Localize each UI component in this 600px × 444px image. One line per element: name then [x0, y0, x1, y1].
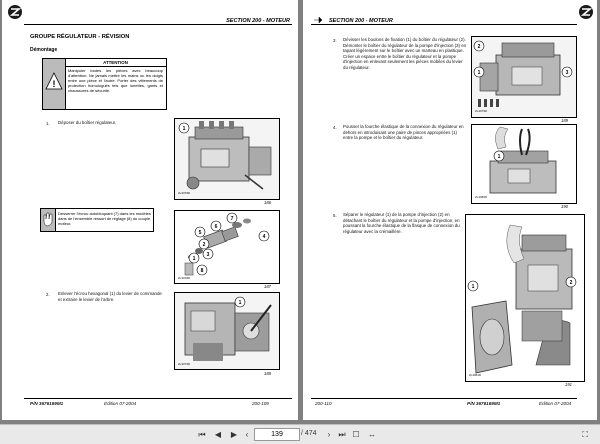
figure-id: 2L4079D	[475, 109, 488, 113]
figure-id: 2L4078D	[178, 191, 191, 195]
figure-callout: 1	[178, 122, 190, 134]
page-number-label: 200-109	[252, 401, 269, 406]
brand-logo	[8, 5, 22, 19]
figure-callout: 5	[194, 226, 206, 238]
figure-injection-pump	[174, 118, 280, 200]
figure-id: 2L4080D	[475, 195, 488, 199]
page-number-label: 200-110	[315, 401, 332, 406]
step-number: 3.	[333, 38, 337, 43]
svg-text:1: 1	[193, 256, 196, 262]
part-number: P/N 3676169M1	[30, 401, 64, 406]
svg-text:!: !	[53, 79, 56, 89]
svg-text:2: 2	[478, 44, 481, 50]
edition-label: Édition 07-2004	[104, 401, 137, 406]
step-text: Séparer le régulateur (1) de la pompe d'…	[343, 212, 460, 234]
warning-heading: ATTENTION	[65, 59, 166, 67]
subsection-title: Démontage	[30, 47, 58, 53]
fit-page-icon[interactable]: ☐	[352, 430, 360, 439]
warning-text: Manipuler toutes les pièces avec beaucou…	[68, 68, 163, 93]
figure-callout: 3	[561, 66, 573, 78]
figure-number: 186	[264, 200, 271, 205]
left-page: SECTION 200 - MOTEUR GROUPE RÉGULATEUR -…	[2, 0, 298, 420]
brand-logo	[579, 5, 593, 19]
right-page: SECTION 200 - MOTEUR 3. Dévisser les bou…	[303, 0, 597, 420]
last-page-icon[interactable]: ⏭	[338, 430, 346, 439]
page-title: GROUPE RÉGULATEUR - RÉVISION	[30, 34, 130, 40]
note-text: Desserrer l'écrou autobloquant (7) dans …	[58, 211, 151, 226]
note-box: Desserrer l'écrou autobloquant (7) dans …	[40, 208, 154, 232]
figure-callout: 4	[258, 230, 270, 242]
figure-callout: 1	[493, 150, 505, 162]
figure-id: 2L4081D	[469, 373, 482, 377]
step-text: Dévisser les boulons de fixation (1) du …	[343, 37, 467, 70]
first-page-icon[interactable]: ⏮	[198, 430, 206, 439]
footer-rule	[24, 398, 292, 399]
svg-text:4: 4	[263, 234, 266, 240]
section-title: SECTION 200 - MOTEUR	[329, 18, 393, 24]
footer-rule	[311, 398, 577, 399]
fullscreen-icon[interactable]: ⛶	[582, 430, 588, 439]
figure-callout: 1	[467, 280, 479, 292]
figure-governor-housing	[471, 36, 577, 118]
svg-text:1: 1	[183, 126, 186, 132]
figure-id: 2L4078D	[178, 276, 191, 280]
figure-callout: 1	[188, 252, 200, 264]
page-header: SECTION 200 - MOTEUR	[311, 8, 577, 26]
figure-callout: 2	[473, 40, 485, 52]
step-number: 4.	[333, 125, 337, 130]
figure-callout: 7	[226, 212, 238, 224]
svg-text:8: 8	[201, 268, 204, 274]
svg-text:3: 3	[566, 70, 569, 76]
warning-box: ! ATTENTION Manipuler toutes les pièces …	[42, 58, 167, 110]
figure-governor-separation	[465, 214, 585, 382]
step-number: 1.	[46, 121, 50, 126]
svg-text:1: 1	[239, 300, 242, 306]
figure-number: 189	[561, 118, 568, 123]
figure-number: 190	[561, 204, 568, 209]
figure-callout: 3	[202, 248, 214, 260]
figure-number: 187	[264, 284, 271, 289]
step-text: Pousser la fourche élastique de la conne…	[343, 124, 464, 141]
next-page-icon[interactable]: ▶	[230, 430, 238, 439]
note-hand-icon	[41, 209, 56, 231]
figure-id: 2L4079D	[178, 362, 191, 366]
step-number: 5.	[333, 213, 337, 218]
figure-pliers-fork	[471, 124, 577, 204]
step-text: Déposer du boîtier régulateur.	[58, 120, 117, 125]
page-header: SECTION 200 - MOTEUR	[24, 8, 292, 26]
figure-control-lever	[174, 292, 280, 370]
hand-pointer-icon	[314, 16, 323, 24]
page-number-input[interactable]: 139	[254, 428, 300, 441]
figure-number: 188	[264, 371, 271, 376]
figure-number: 191	[565, 382, 572, 387]
svg-text:3: 3	[207, 252, 210, 258]
svg-text:1: 1	[498, 154, 501, 160]
svg-text:1: 1	[472, 284, 475, 290]
svg-text:2: 2	[203, 242, 206, 248]
figure-callout: 2	[198, 238, 210, 250]
svg-text:7: 7	[231, 216, 234, 222]
step-number: 2.	[46, 292, 50, 297]
svg-text:5: 5	[199, 230, 202, 236]
prev-page-icon[interactable]: ◀	[214, 430, 222, 439]
figure-callout: 1	[234, 296, 246, 308]
svg-text:2: 2	[570, 280, 573, 286]
forward-icon[interactable]: ›	[327, 430, 331, 439]
figure-callout: 6	[210, 220, 222, 232]
figure-callout: 1	[473, 66, 485, 78]
figure-callout: 8	[196, 264, 208, 276]
figure-callout: 2	[565, 276, 577, 288]
edition-label: Édition 07-2004	[539, 401, 572, 406]
figure-exploded-parts	[174, 210, 280, 284]
back-icon[interactable]: ‹	[245, 430, 249, 439]
viewer-toolbar: ⏮ ◀ ▶ ‹ 139 / 474 › ⏭ ☐ ↔ ⛶	[0, 424, 600, 444]
warning-icon: !	[43, 59, 66, 109]
step-text: Enlever l'écrou hexagonal (1) du levier …	[58, 291, 162, 302]
section-title: SECTION 200 - MOTEUR	[226, 18, 290, 24]
total-pages-label: / 474	[301, 430, 317, 437]
fit-width-icon[interactable]: ↔	[368, 430, 376, 439]
svg-text:6: 6	[215, 224, 218, 230]
part-number: P/N 3676169M1	[467, 401, 501, 406]
svg-text:1: 1	[478, 70, 481, 76]
